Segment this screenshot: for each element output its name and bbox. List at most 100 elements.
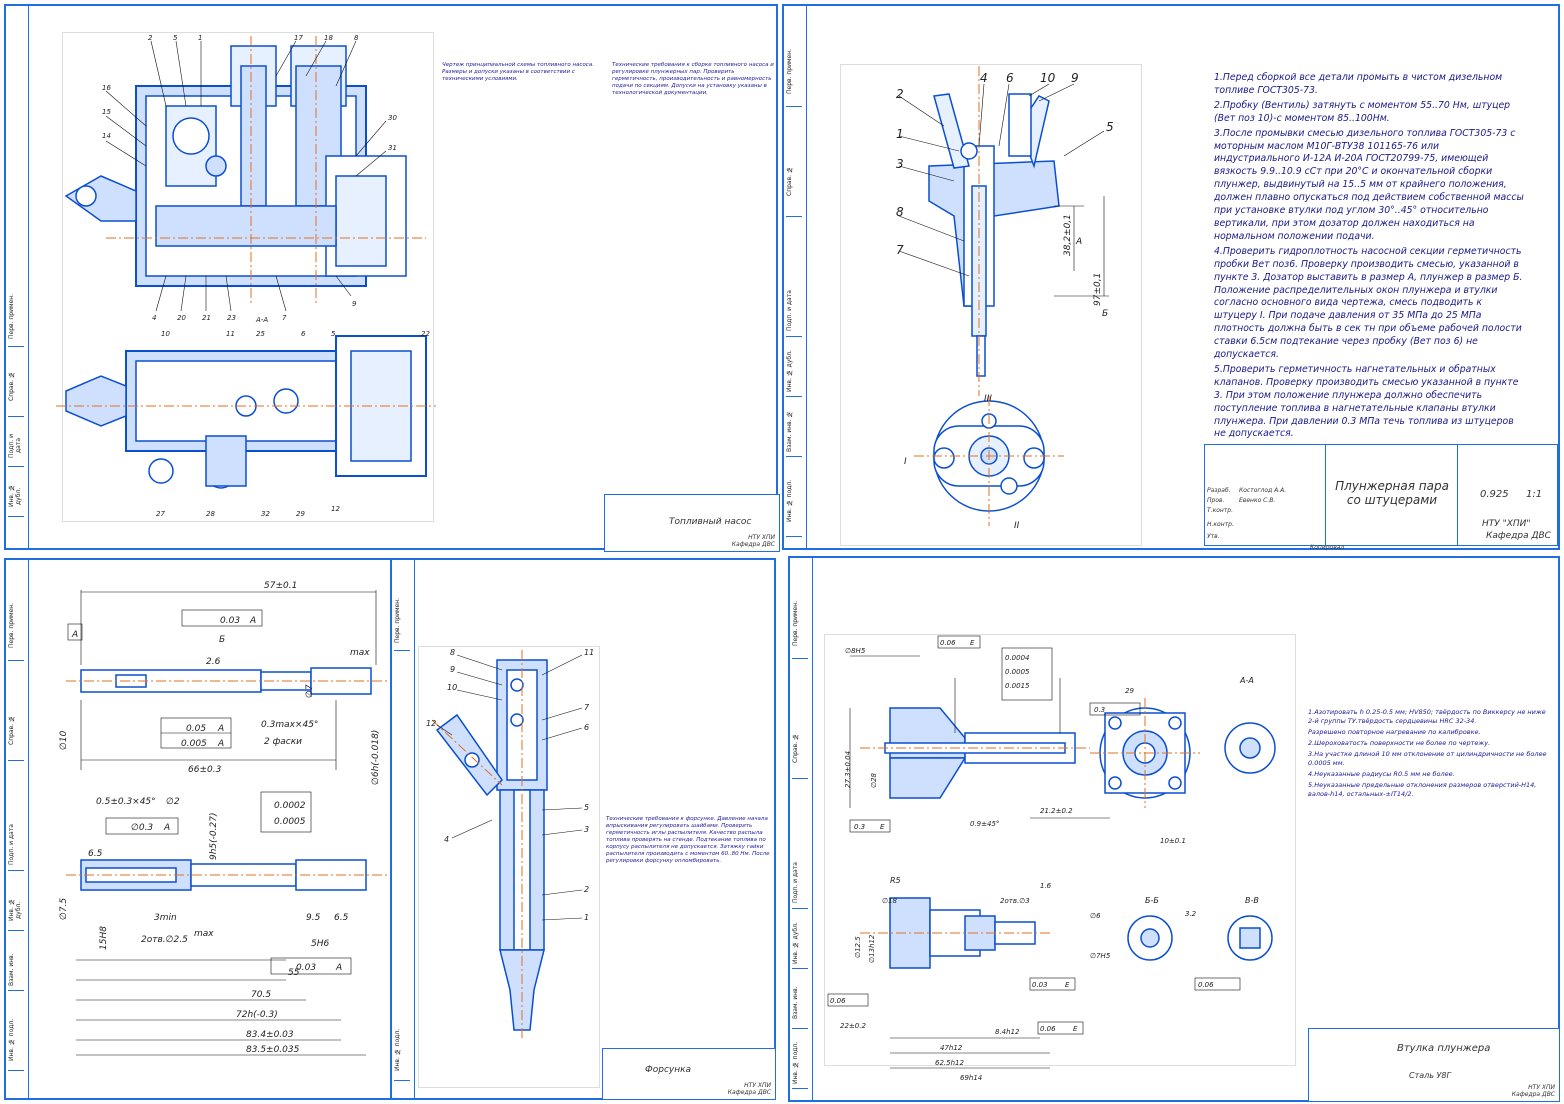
svg-text:2 фаски: 2 фаски	[264, 737, 302, 747]
svg-text:0.9±45°: 0.9±45°	[970, 820, 999, 828]
svg-text:17: 17	[294, 34, 303, 42]
svg-text:max: max	[350, 648, 370, 658]
svg-text:4: 4	[152, 314, 156, 322]
label-2: 2	[896, 87, 904, 101]
svg-text:0.05: 0.05	[186, 724, 206, 734]
svg-text:A: A	[335, 963, 342, 973]
svg-text:83.4±0.03: 83.4±0.03	[246, 1030, 294, 1040]
svg-text:E: E	[1073, 1025, 1078, 1033]
nozzle-label-10: 10	[447, 683, 457, 692]
drawing-frame	[840, 64, 1142, 546]
svg-text:2отв.∅2.5: 2отв.∅2.5	[141, 935, 188, 945]
svg-text:8.4h12: 8.4h12	[995, 1028, 1020, 1036]
svg-text:0.3: 0.3	[854, 823, 865, 831]
svg-text:A: A	[249, 616, 256, 626]
svg-text:∅8H5: ∅8H5	[845, 647, 866, 655]
pump-title-block: Топливный насос НТУ ХПИ Кафедра ДВС	[604, 494, 780, 552]
sheet-plunger-pair: Перв. примен. Справ. № Подп. и дата Инв.…	[782, 4, 1560, 551]
svg-text:20: 20	[177, 314, 186, 322]
label-4: 4	[980, 71, 988, 85]
nozzle-notes: Технические требования к форсунке. Давле…	[606, 816, 770, 864]
svg-text:2отв.∅3: 2отв.∅3	[1000, 897, 1030, 905]
svg-text:22: 22	[421, 330, 430, 338]
nozzle-label-12: 12	[426, 719, 436, 728]
svg-text:∅6h(-0.018): ∅6h(-0.018)	[371, 730, 381, 785]
svg-text:∅0.3: ∅0.3	[131, 823, 153, 833]
svg-text:∅13h12: ∅13h12	[868, 934, 876, 963]
svg-text:А-А: А-А	[1239, 676, 1254, 685]
svg-text:0.0004: 0.0004	[1005, 654, 1030, 662]
pump-org: НТУ ХПИ Кафедра ДВС	[731, 534, 775, 548]
svg-text:1.6: 1.6	[1040, 882, 1052, 890]
svg-text:29: 29	[1125, 687, 1134, 695]
svg-text:max: max	[194, 929, 214, 939]
note-2: 2.Пробку (Вентиль) затянуть с моментом 5…	[1214, 99, 1511, 124]
svg-text:∅2: ∅2	[166, 797, 180, 807]
row-tkontr: Т.контр.	[1207, 507, 1234, 514]
row-razrab: Разраб.	[1207, 487, 1231, 494]
svg-text:0.03: 0.03	[296, 963, 316, 973]
svg-text:Б-Б: Б-Б	[1145, 896, 1159, 905]
sheet-sidebar: Перв. примен. Инв. № подл.	[392, 560, 415, 1098]
sleeve-notes: 1.Азотировать h 0.25-0.5 мм; HV850; твёр…	[1308, 708, 1548, 801]
sheet-sidebar: Перв. примен. Справ. № Подп. и дата Инв.…	[790, 558, 813, 1100]
svg-text:E: E	[970, 639, 975, 647]
svg-text:Б: Б	[219, 635, 225, 645]
nozzle-title-block: Форсунка НТУ ХПИ Кафедра ДВС	[602, 1048, 776, 1100]
svg-text:∅7H5: ∅7H5	[1090, 952, 1111, 960]
sheet-sidebar: Перв. примен. Справ. № Подп. и дата Инв.…	[784, 6, 807, 548]
nozzle-label-11: 11	[584, 648, 594, 657]
svg-text:55: 55	[288, 968, 300, 978]
sleeve-note-6: 5.Неуказанные предельные отклонения разм…	[1308, 781, 1537, 798]
svg-text:0.005: 0.005	[181, 739, 207, 749]
svg-text:0.03: 0.03	[1032, 981, 1048, 989]
nozzle-label-1: 1	[584, 913, 589, 922]
nozzle-label-4: 4	[444, 835, 449, 844]
svg-text:E: E	[1065, 981, 1070, 989]
svg-text:57±0.1: 57±0.1	[264, 581, 297, 591]
svg-text:2: 2	[148, 34, 153, 42]
sleeve-note-1: 1.Азотировать h 0.25-0.5 мм; HV850; твёр…	[1308, 708, 1546, 725]
sheet-sidebar: Перв. примен. Справ. № Подп. и дата Инв.…	[6, 560, 29, 1098]
svg-text:A: A	[217, 739, 224, 749]
svg-text:27: 27	[156, 510, 165, 518]
svg-text:R5: R5	[890, 876, 901, 885]
svg-text:25: 25	[256, 330, 265, 338]
nozzle-label-6: 6	[584, 723, 589, 732]
pump-notes-left: Чертеж принципиальной схемы топливного н…	[442, 62, 594, 82]
svg-text:∅28: ∅28	[870, 772, 878, 788]
nozzle-label-8: 8	[450, 648, 455, 657]
svg-text:0.0002: 0.0002	[274, 801, 306, 811]
plunger-title: Плунжерная пара со штуцерами	[1335, 479, 1449, 507]
svg-text:3min: 3min	[154, 913, 177, 923]
name-2: Евенко С.В.	[1239, 497, 1276, 504]
nozzle-label-7: 7	[584, 703, 590, 712]
sleeve-material: Сталь У8Г	[1409, 1071, 1451, 1080]
view-III: III	[984, 394, 992, 404]
note-1: 1.Перед сборкой все детали промыть в чис…	[1214, 72, 1503, 96]
nozzle-label-5: 5	[584, 803, 589, 812]
svg-text:0.0015: 0.0015	[1005, 682, 1030, 690]
svg-text:E: E	[880, 823, 885, 831]
svg-text:В-В: В-В	[1245, 896, 1259, 905]
nozzle-label-2: 2	[584, 885, 589, 894]
nozzle-title: Форсунка	[645, 1065, 692, 1075]
svg-text:47h12: 47h12	[940, 1044, 963, 1052]
svg-text:11: 11	[226, 330, 235, 338]
footer-copy: Копировал	[1310, 544, 1345, 551]
svg-text:69h14: 69h14	[960, 1074, 982, 1082]
svg-text:A: A	[163, 823, 170, 833]
svg-text:32: 32	[261, 510, 270, 518]
plunger-notes: 1.Перед сборкой все детали промыть в чис…	[1214, 72, 1524, 443]
label-9: 9	[1071, 71, 1079, 85]
svg-text:18: 18	[324, 34, 333, 42]
sheet-sleeve: Перв. примен. Справ. № Подп. и дата Инв.…	[788, 556, 1560, 1102]
svg-text:28: 28	[206, 510, 215, 518]
row-prov: Пров.	[1207, 497, 1225, 504]
svg-text:∅18: ∅18	[882, 897, 898, 905]
svg-text:30: 30	[388, 114, 397, 122]
svg-text:∅7.5: ∅7.5	[59, 898, 69, 920]
svg-text:22±0.2: 22±0.2	[840, 1022, 866, 1030]
dim-97: 97±0,1	[1093, 273, 1103, 306]
